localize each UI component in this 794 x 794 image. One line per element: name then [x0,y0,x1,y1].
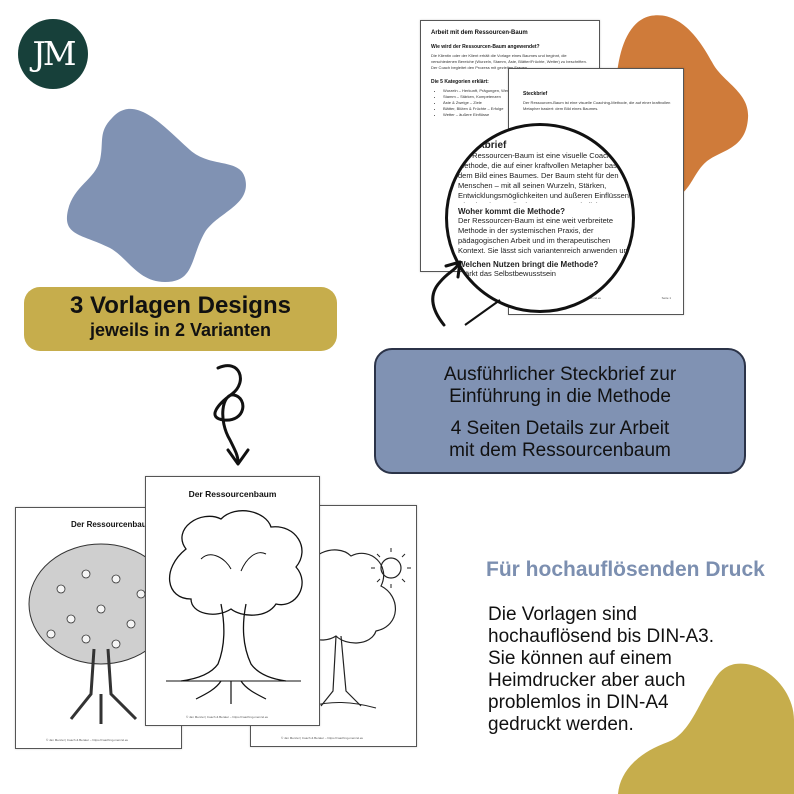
arrow-down-path [213,364,245,464]
banner-designs: 3 Vorlagen Designs jeweils in 2 Variante… [24,287,337,351]
magnifier-paragraph-1: Der Ressourcen-Baum ist eine visuelle Co… [458,151,632,203]
banner-details: Ausführlicher Steckbrief zur Einführung … [374,348,746,474]
jm-logo: JM [18,19,88,89]
tree-page-left-footer: © Jan Menzel | Coach & Berater – https:/… [46,738,129,742]
tree-page-left-title: Der Ressourcenbaum [71,520,154,529]
doc-back-list-item: Äste & Zweige – Ziele [443,100,599,106]
logo-text: JM [32,34,76,73]
tree-page-right-footer: © Jan Menzel | Coach & Berater – https:/… [281,736,364,740]
magnifier-question-1: Woher kommt die Methode? [458,207,565,216]
arrow-down-head [226,448,250,466]
doc-mid-paragraph-1: Der Ressourcen-Baum ist eine visuelle Co… [523,100,671,111]
arrow-up-path [431,262,460,327]
banner-details-line-4: mit dem Ressourcenbaum [449,440,671,461]
tree-page-center-title: Der Ressourcenbaum [188,489,277,499]
outline-tree-illustration [166,510,303,704]
banner-details-line-2: Einführung in die Methode [449,386,671,407]
sun-icon [380,557,402,579]
tree-page-center-footer: © Jan Menzel | Coach & Berater – https:/… [186,715,269,719]
banner-details-line-3: 4 Seiten Details zur Arbeit [450,418,670,439]
doc-back-list-item: Stamm – Stärken, Kompetenzen [443,94,599,100]
doc-back-list-item: Wurzeln – Herkunft, Prägungen, Werte [443,88,599,94]
magnifier-question-2: Welchen Nutzen bringt die Methode? [458,260,599,269]
doc-back-question-2: Die 5 Kategorien erklärt: [431,79,489,85]
doc-mid-title: Steckbrief [523,91,548,97]
doc-back-paragraph-1: Die Klientin oder der Klient erhält die … [431,53,587,70]
magnifier-paragraph-2: Der Ressourcen-Baum ist eine weit verbre… [458,216,632,255]
doc-mid-page-number: Seite 1 [661,296,671,300]
detailed-apple-tree-illustration [28,543,174,724]
banner-details-line-1: Ausführlicher Steckbrief zur [443,364,677,385]
doc-back-list-item: Blätter, Blüten & Früchte – Erfolge [443,106,599,112]
tree-page-center: Der Ressourcenbaum © Jan Menzel | Coach … [145,476,320,726]
magnifier-paragraph-3: Stärkt das Selbstbewusstsein [458,269,556,278]
doc-back-list-item: Wetter – äußere Einflüsse [443,112,599,118]
magnifier-lens: Steckbrief Der Ressourcen-Baum ist eine … [445,123,635,313]
print-heading: Für hochauflösenden Druck [486,558,765,581]
magnifier-title: Steckbrief [458,140,507,151]
magnifier-handle-line [464,299,501,326]
doc-back-title: Arbeit mit dem Ressourcen-Baum [431,30,528,36]
olive-blob-shape [618,663,794,794]
banner-designs-line-2: jeweils in 2 Varianten [89,320,272,340]
doc-back-question-1: Wie wird der Ressourcen-Baum angewendet? [431,44,540,50]
arrow-up-head [444,260,462,279]
banner-designs-line-1: 3 Vorlagen Designs [70,292,291,319]
blue-blob-shape [66,108,246,283]
print-description: Die Vorlagen sind hochauflösend bis DIN-… [488,604,715,735]
